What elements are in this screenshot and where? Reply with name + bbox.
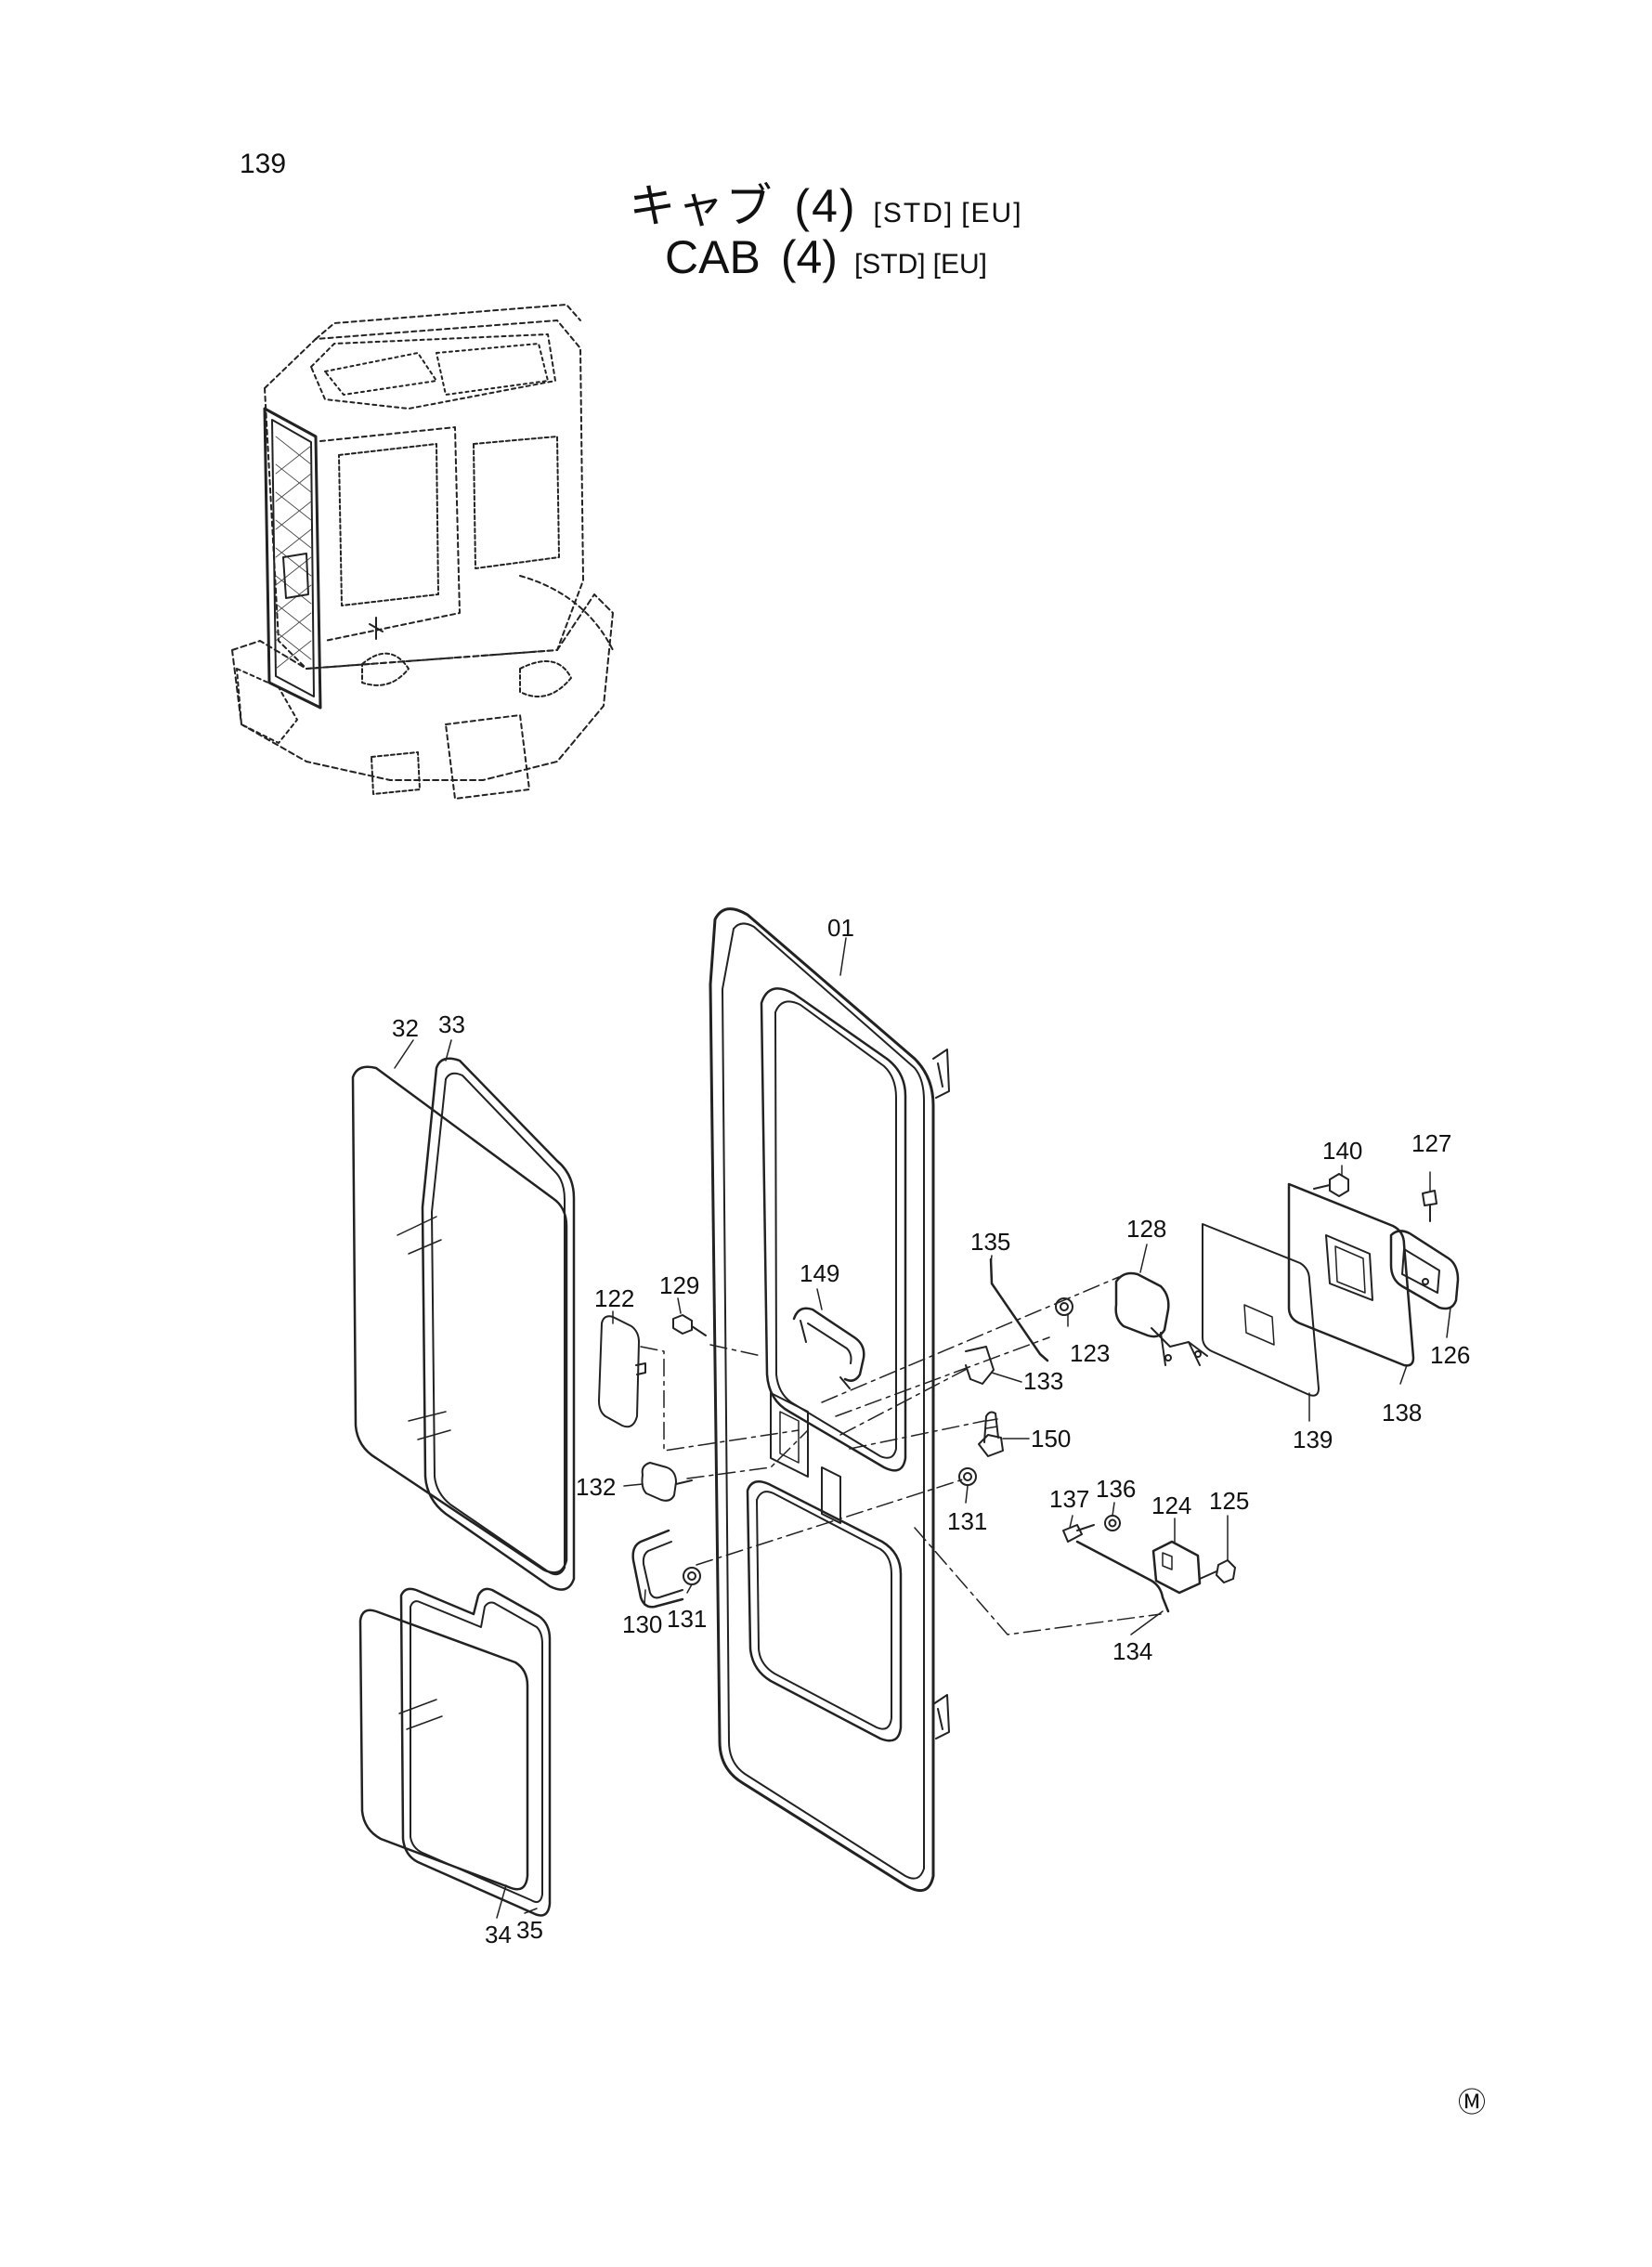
- callout-34: 34: [485, 1921, 512, 1948]
- callout-125: 125: [1209, 1487, 1249, 1515]
- callout-33: 33: [438, 1010, 465, 1038]
- callout-130: 130: [622, 1610, 662, 1638]
- callout-139: 139: [1293, 1426, 1333, 1453]
- callout-138: 138: [1382, 1399, 1422, 1427]
- m-mark: Ⓜ: [1458, 2088, 1486, 2118]
- callout-135: 135: [970, 1228, 1010, 1256]
- callout-149: 149: [800, 1259, 839, 1287]
- title-en-tag-eu: [EU]: [932, 249, 987, 280]
- page-number: 139: [240, 149, 287, 179]
- title-en-tag-std: [STD]: [853, 249, 926, 280]
- title-jp-tag-eu: [EU]: [961, 198, 1023, 228]
- title-en-number: (4): [780, 231, 838, 283]
- callout-134: 134: [1112, 1637, 1152, 1665]
- callout-124: 124: [1151, 1492, 1191, 1519]
- callout-140: 140: [1322, 1137, 1362, 1165]
- callout-126: 126: [1430, 1341, 1470, 1369]
- callout-129: 129: [659, 1271, 699, 1299]
- callout-131-left: 131: [667, 1605, 707, 1633]
- callout-labels: 01 32 33 34 35 122 123 124 125 126 127 1…: [392, 914, 1470, 1948]
- callout-133: 133: [1023, 1367, 1063, 1395]
- callout-137: 137: [1049, 1485, 1089, 1513]
- callout-32: 32: [392, 1014, 419, 1042]
- callout-128: 128: [1126, 1215, 1166, 1243]
- callout-150: 150: [1031, 1425, 1071, 1453]
- callout-122: 122: [594, 1284, 634, 1312]
- title-jp-main: キャブ: [629, 180, 774, 232]
- callout-01: 01: [827, 914, 854, 942]
- title-en-main: CAB: [665, 231, 761, 283]
- callout-35: 35: [516, 1916, 543, 1944]
- title-jp-tag-std: [STD]: [873, 198, 955, 228]
- callout-127: 127: [1411, 1129, 1451, 1157]
- callout-136: 136: [1096, 1475, 1136, 1503]
- title-english: CAB (4) [STD][EU]: [0, 230, 1652, 284]
- cab-overview-illustration: [231, 304, 614, 800]
- title-japanese: キャブ (4) [STD][EU]: [0, 169, 1652, 236]
- title-jp-number: (4): [794, 180, 857, 232]
- callout-131-center: 131: [947, 1507, 987, 1535]
- callout-132: 132: [576, 1473, 616, 1501]
- callout-123: 123: [1070, 1339, 1110, 1367]
